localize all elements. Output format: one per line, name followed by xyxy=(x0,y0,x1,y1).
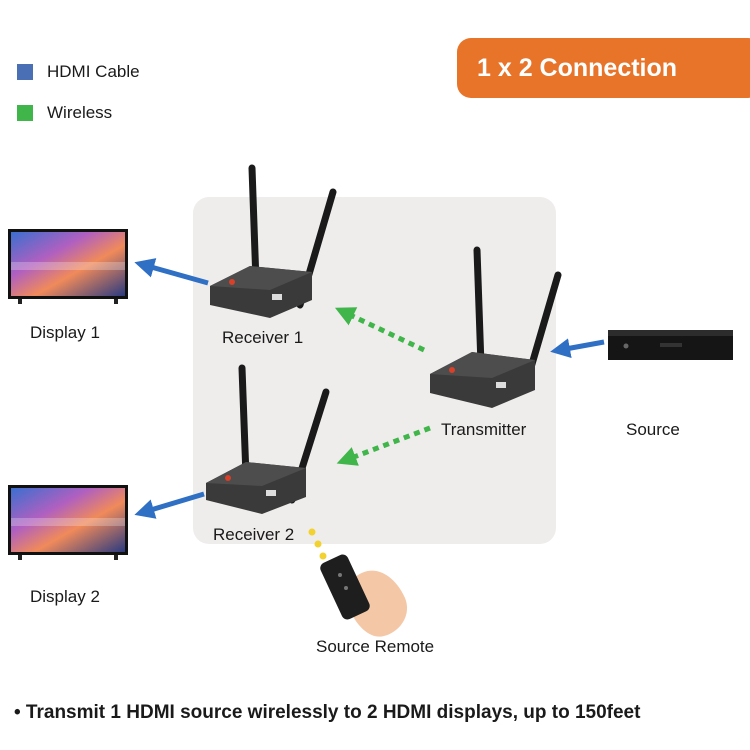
display-1-label: Display 1 xyxy=(30,323,100,342)
display-2-label: Display 2 xyxy=(30,587,100,606)
cable-arrow-source-to-transmitter xyxy=(550,338,605,359)
receiver-1-device xyxy=(210,164,337,318)
wireless-swatch xyxy=(17,105,33,121)
legend-hdmi-cable: HDMI Cable xyxy=(17,62,140,82)
ir-signal-dots xyxy=(308,528,327,560)
remote-in-hand xyxy=(320,554,408,637)
display-2-tv xyxy=(8,485,128,560)
wireless-arrow-transmitter-to-receiver1 xyxy=(334,307,426,353)
transmitter-label: Transmitter xyxy=(441,420,527,439)
cable-arrow-receiver1-to-display1 xyxy=(134,258,209,286)
connection-title-badge: 1 x 2 Connection xyxy=(457,38,750,98)
source-remote-label: Source Remote xyxy=(316,637,435,656)
wireless-arrow-transmitter-to-receiver2 xyxy=(336,425,431,466)
legend-wireless: Wireless xyxy=(17,103,112,123)
receiver-1-label: Receiver 1 xyxy=(222,328,304,347)
feature-bullet: • Transmit 1 HDMI source wirelessly to 2… xyxy=(14,702,641,723)
receiver-2-label: Receiver 2 xyxy=(213,525,295,544)
transmitter-device xyxy=(430,246,562,408)
source-label: Source xyxy=(626,420,680,439)
legend-label: HDMI Cable xyxy=(47,62,140,81)
receiver-2-device xyxy=(206,364,330,514)
display-1-tv xyxy=(8,229,128,304)
hdmi-cable-swatch xyxy=(17,64,33,80)
legend-label: Wireless xyxy=(47,103,113,122)
source-player xyxy=(608,330,733,360)
connection-title: 1 x 2 Connection xyxy=(477,53,678,82)
cable-arrow-receiver2-to-display2 xyxy=(134,491,205,519)
